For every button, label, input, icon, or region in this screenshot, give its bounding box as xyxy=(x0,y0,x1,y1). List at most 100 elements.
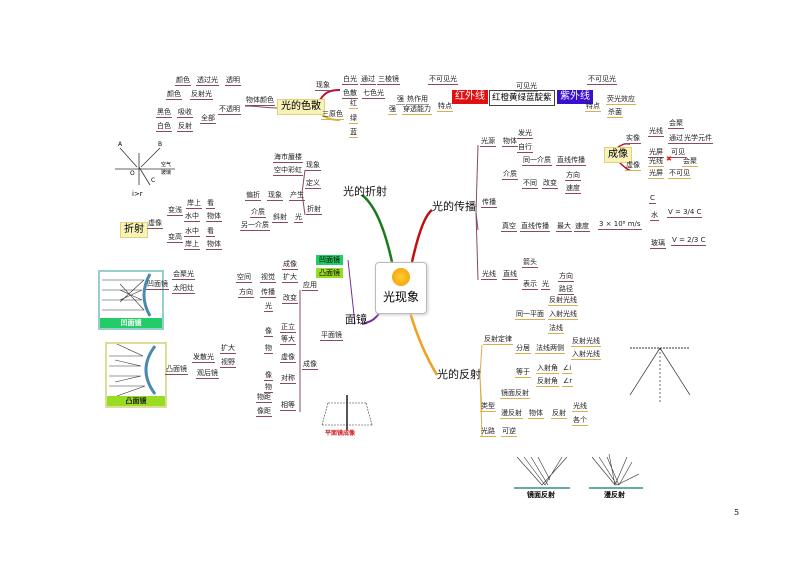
node-dispersion-green[interactable]: 绿 xyxy=(349,114,358,124)
node-mirrors-convex-node[interactable]: 凸面镜 xyxy=(165,365,188,375)
node-convex-mirror[interactable]: 凸面镜 xyxy=(316,268,343,278)
node-reflection-ref[interactable]: 反射角 xyxy=(536,377,559,387)
node-refraction-refr[interactable]: 折射 xyxy=(306,205,322,215)
node-mirrors-img2[interactable]: 像 xyxy=(264,371,273,381)
node-imaging-virtual[interactable]: 虚像 xyxy=(625,161,641,171)
node-dispersion-trans-light[interactable]: 透过光 xyxy=(196,76,219,86)
node-dispersion-all[interactable]: 全部 xyxy=(200,114,216,124)
node-refraction-mirage[interactable]: 海市蜃楼 xyxy=(273,153,303,163)
node-mirrors-view[interactable]: 视野 xyxy=(220,358,236,368)
center-node[interactable]: 光现象 xyxy=(375,262,427,314)
node-imaging-ray1[interactable]: 光线 xyxy=(648,127,664,137)
node-ultraviolet[interactable]: 紫外线 xyxy=(557,90,593,104)
node-refr-image-virtual[interactable]: 虚像 xyxy=(147,219,163,229)
node-reflection-ref-sym[interactable]: ∠r xyxy=(562,377,574,387)
node-dispersion-refl-light[interactable]: 反射光 xyxy=(190,90,213,100)
node-refr-image-water2[interactable]: 水中 xyxy=(184,227,200,237)
node-dispersion-seven[interactable]: 七色光 xyxy=(362,89,385,99)
node-reflection-specular[interactable]: 镜面反射 xyxy=(500,389,530,399)
node-mirrors-imaging2[interactable]: 成像 xyxy=(302,360,318,370)
node-imaging-converge1[interactable]: 会聚 xyxy=(668,119,684,129)
node-reflection-r2[interactable]: 反射光线 xyxy=(571,337,601,347)
node-propagation-straight1[interactable]: 直线传播 xyxy=(556,156,586,166)
node-imaging-through[interactable]: 通过 xyxy=(668,134,684,144)
node-reflection-ray[interactable]: 光线 xyxy=(572,402,588,412)
node-spectrum-heat[interactable]: 热作用 xyxy=(406,95,429,105)
node-dispersion-opaque[interactable]: 不透明 xyxy=(218,105,241,115)
node-propagation-v-glass[interactable]: V = 2/3 C xyxy=(671,236,707,246)
node-dispersion[interactable]: 光的色散 xyxy=(277,99,325,115)
node-refraction-oblique[interactable]: 斜射 xyxy=(272,213,288,223)
node-refraction-medium[interactable]: 介质 xyxy=(250,208,266,218)
node-reflection-path[interactable]: 光路 xyxy=(480,427,496,437)
node-propagation-spread[interactable]: 传播 xyxy=(481,198,497,208)
node-mirrors-use[interactable]: 应用 xyxy=(302,281,318,291)
node-propagation-ray[interactable]: 光线 xyxy=(481,270,497,280)
node-dispersion-disp[interactable]: 色散 xyxy=(342,89,358,99)
node-reflection-plane[interactable]: 同一平面 xyxy=(515,310,545,320)
node-mirrors-propagate[interactable]: 传播 xyxy=(260,288,276,298)
node-propagation[interactable]: 光的传播 xyxy=(432,200,476,213)
node-spectrum-strong1[interactable]: 强 xyxy=(396,95,405,105)
node-reflection-inc-sym[interactable]: ∠i xyxy=(562,364,573,374)
node-propagation-object[interactable]: 物体 xyxy=(502,137,518,147)
node-imaging-real[interactable]: 实像 xyxy=(625,134,641,144)
node-propagation-vacuum[interactable]: 真空 xyxy=(501,222,517,232)
node-reflection[interactable]: 光的反射 xyxy=(437,368,481,381)
node-reflection-each[interactable]: 各个 xyxy=(572,416,588,426)
node-propagation-arrow[interactable]: 箭头 xyxy=(522,258,538,268)
node-imaging-optic[interactable]: 光学元件 xyxy=(683,134,713,144)
node-refr-image-shallow[interactable]: 变浅 xyxy=(167,206,183,216)
node-imaging-screen2[interactable]: 光屏 xyxy=(648,169,664,179)
node-propagation-change[interactable]: 改变 xyxy=(542,179,558,189)
node-mirrors-alter[interactable]: 改变 xyxy=(282,294,298,304)
node-imaging-ray2[interactable]: 光线 xyxy=(648,157,664,167)
node-propagation-diff[interactable]: 不同 xyxy=(522,179,538,189)
node-mirrors-obj-dist[interactable]: 物距 xyxy=(256,393,272,403)
node-dispersion-primary[interactable]: 三原色 xyxy=(321,110,344,120)
node-imaging-converge2[interactable]: 会聚 xyxy=(682,157,698,167)
node-propagation-medium[interactable]: 介质 xyxy=(502,170,518,180)
node-refraction-rainbow[interactable]: 空中彩虹 xyxy=(273,166,303,176)
node-spectrum-feature2[interactable]: 特点 xyxy=(585,102,601,112)
node-refraction-produce[interactable]: 产生 xyxy=(289,191,305,201)
node-spectrum-invisible1[interactable]: 不可见光 xyxy=(428,75,458,85)
node-infrared[interactable]: 红外线 xyxy=(452,90,488,104)
node-refraction-other[interactable]: 另一介质 xyxy=(240,221,270,231)
node-propagation-v-water[interactable]: V = 3/4 C xyxy=(667,208,703,218)
node-propagation-self[interactable]: 自行 xyxy=(517,143,533,153)
node-propagation-water[interactable]: 水 xyxy=(650,211,659,221)
node-reflection-type[interactable]: 类型 xyxy=(480,402,496,412)
node-refraction[interactable]: 光的折射 xyxy=(343,185,387,198)
node-dispersion-white[interactable]: 白光 xyxy=(342,75,358,85)
node-reflection-obj[interactable]: 物体 xyxy=(528,409,544,419)
node-dispersion-color2[interactable]: 颜色 xyxy=(166,90,182,100)
node-spectrum-penetrate[interactable]: 穿透能力 xyxy=(402,105,432,115)
node-reflection-sides[interactable]: 法线两侧 xyxy=(535,344,565,354)
node-reflection-refl[interactable]: 反射 xyxy=(551,409,567,419)
node-imaging-invisible[interactable]: 不可见 xyxy=(668,169,691,179)
node-propagation-c[interactable]: C xyxy=(649,194,656,204)
node-propagation-show[interactable]: 表示 xyxy=(522,280,538,290)
node-propagation-c-value[interactable]: 3 × 10⁸ m/s xyxy=(598,220,642,230)
node-propagation-dir[interactable]: 方向 xyxy=(565,171,581,181)
node-mirrors-virtual[interactable]: 虚像 xyxy=(280,353,296,363)
node-refraction-def[interactable]: 定义 xyxy=(305,179,321,189)
node-imaging-screen1[interactable]: 光屏 xyxy=(648,148,664,158)
node-dispersion-red[interactable]: 红 xyxy=(349,99,358,109)
node-spectrum-strong2[interactable]: 强 xyxy=(388,105,397,115)
node-propagation-straight2[interactable]: 直线传播 xyxy=(520,222,550,232)
node-mirrors-diverge[interactable]: 发散光 xyxy=(192,353,215,363)
node-dispersion-through[interactable]: 通过 xyxy=(360,75,376,85)
node-propagation-glass[interactable]: 玻璃 xyxy=(650,239,666,249)
node-refr-image-obj1[interactable]: 物体 xyxy=(206,212,222,222)
node-dispersion-obj-color[interactable]: 物体颜色 xyxy=(245,96,275,106)
node-mirrors-img1[interactable]: 像 xyxy=(264,327,273,337)
node-mirrors-converge[interactable]: 会聚光 xyxy=(172,270,195,280)
node-propagation-speed2[interactable]: 速度 xyxy=(574,222,590,232)
node-reflection-diffuse[interactable]: 漫反射 xyxy=(500,409,523,419)
node-dispersion-black[interactable]: 黑色 xyxy=(156,108,172,118)
node-reflection-equal[interactable]: 等于 xyxy=(515,368,531,378)
node-mirrors[interactable]: 面镜 xyxy=(345,313,367,326)
node-mirrors-obj2[interactable]: 物 xyxy=(264,383,273,393)
